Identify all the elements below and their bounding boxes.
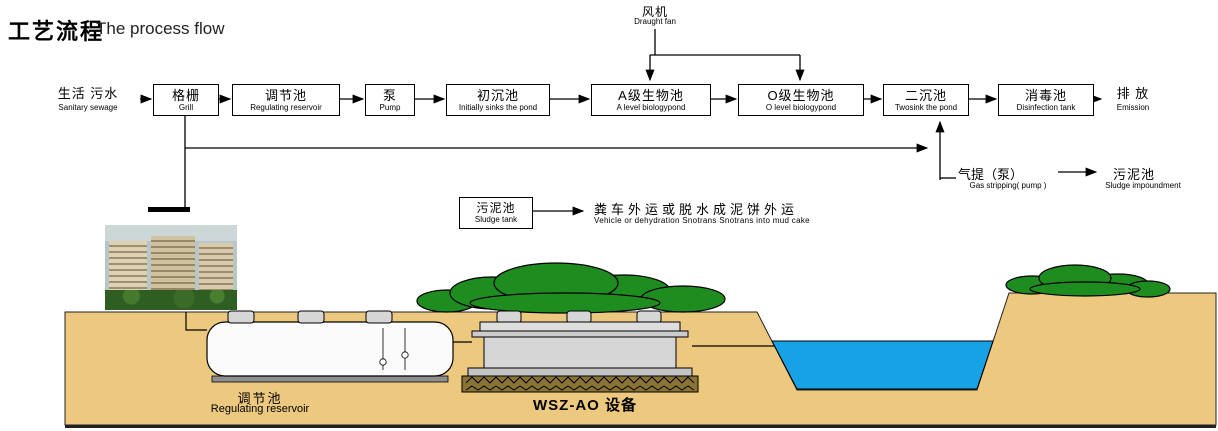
flow-node-a-biology-pond: A级生物池 A level biologypond [591, 84, 711, 116]
flow-node-primary-zh: 初沉池 [476, 87, 519, 103]
inlet-junction-bar [148, 207, 190, 212]
residential-photo [105, 225, 237, 310]
gas-stripping-zh: 气提（泵） [958, 167, 1024, 182]
sludge-tank-en: Sludge tank [474, 215, 518, 224]
flow-node-pump-en: Pump [379, 102, 401, 112]
flow-node-disinfect-en: Disinfection tank [1016, 102, 1076, 112]
water-pool [771, 340, 994, 390]
bushes-right [1005, 264, 1171, 298]
flow-node-primary-settling: 初沉池 Initially sinks the pond [446, 84, 550, 116]
flow-node-disinfection-tank: 消毒池 Disinfection tank [998, 84, 1094, 116]
source-label-en: Sanitary sewage [58, 103, 118, 112]
flow-node-a-bio-en: A level biologypond [616, 102, 686, 112]
draught-fan-label-en: Draught fan [634, 17, 676, 26]
flow-node-o-biology-pond: O级生物池 O level biologypond [738, 84, 864, 116]
flow-node-secondary-en: Twosink the pond [894, 102, 958, 112]
flow-node-regulating-en: Regulating reservoir [250, 102, 322, 112]
flow-node-regulating-reservoir: 调节池 Regulating reservoir [232, 84, 340, 116]
sludge-disposal-en: Vehicle or dehydration Snotrans Snotrans… [594, 216, 810, 225]
photo-greenery [105, 290, 237, 310]
flow-node-secondary-zh: 二沉池 [904, 87, 947, 103]
pipes [185, 312, 774, 347]
wsz-ao-equipment-graphic [461, 310, 699, 393]
photo-sky [105, 225, 237, 241]
return-lines [184, 114, 1098, 216]
flow-node-primary-en: Initially sinks the pond [458, 102, 538, 112]
flow-node-grill-zh: 格栅 [171, 87, 200, 103]
regulating-tank-label-en: Regulating reservoir [210, 403, 310, 415]
photo-building [199, 243, 233, 293]
bushes-left [416, 262, 726, 314]
regulating-tank-label-zh: 调节池 [237, 391, 283, 406]
fan-connector [645, 29, 805, 82]
flow-node-disinfect-zh: 消毒池 [1024, 87, 1067, 103]
sludge-impoundment-zh: 污泥池 [1112, 167, 1155, 182]
gas-stripping-en: Gas stripping( pump ) [969, 181, 1047, 190]
sludge-disposal-zh: 粪车外运或脱水成泥饼外运 [594, 202, 799, 217]
draught-fan-label-zh: 风机 [641, 5, 668, 19]
regulating-tank-graphic [206, 310, 454, 383]
flow-node-o-bio-en: O level biologypond [765, 102, 837, 112]
source-label-zh: 生活 污水 [57, 86, 119, 101]
wsz-ao-equipment-label: WSZ-AO 设备 [533, 397, 637, 414]
photo-building [151, 236, 195, 294]
flow-node-o-bio-zh: O级生物池 [767, 87, 835, 103]
flow-node-a-bio-zh: A级生物池 [618, 87, 684, 103]
page-title-zh: 工艺流程 [8, 19, 105, 44]
outlet-label-zh: 排 放 [1116, 86, 1150, 101]
flow-node-pump: 泵 Pump [365, 84, 415, 116]
sludge-tank-box: 污泥池 Sludge tank [459, 197, 533, 229]
outlet-label-en: Emission [1116, 103, 1150, 112]
flow-node-regulating-zh: 调节池 [264, 87, 307, 103]
photo-building [109, 241, 147, 293]
flow-node-secondary-settling: 二沉池 Twosink the pond [883, 84, 969, 116]
gravel-base [461, 375, 699, 393]
flow-node-pump-zh: 泵 [382, 87, 397, 103]
flow-node-grill: 格栅 Grill [153, 84, 219, 116]
page-title-en: The process flow [96, 19, 225, 38]
sludge-impoundment-en: Sludge impoundment [1105, 181, 1181, 190]
flow-node-grill-en: Grill [178, 102, 194, 112]
sludge-tank-zh: 污泥池 [476, 201, 516, 215]
